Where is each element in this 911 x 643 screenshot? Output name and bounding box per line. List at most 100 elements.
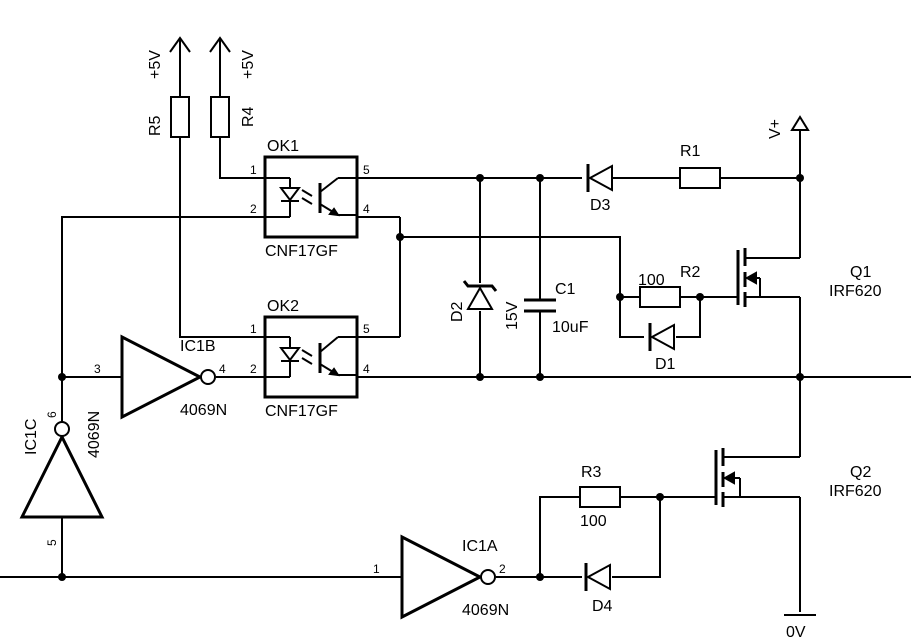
optocoupler-ok2: 1 2 5 4 OK2 CNF17GF xyxy=(250,298,370,420)
junction-dot xyxy=(796,373,804,381)
component-ref: Q2 xyxy=(850,464,871,481)
component-part: 4069N xyxy=(86,411,103,458)
junction-dot xyxy=(58,373,66,381)
light-arrow-icon xyxy=(301,189,313,197)
junction-dot xyxy=(58,573,66,581)
light-arrow-icon xyxy=(301,349,313,357)
component-ref: D3 xyxy=(590,197,611,214)
pin-label: 4 xyxy=(363,202,370,216)
junction-dot xyxy=(476,373,484,381)
optocoupler-body-icon xyxy=(263,155,359,239)
optocoupler-ok1: 1 2 5 4 OK1 CNF17GF xyxy=(250,138,370,260)
resistor-body-icon xyxy=(210,96,230,138)
supply-arrow-icon xyxy=(209,36,231,53)
component-ref: D4 xyxy=(592,598,613,615)
pin-label: 5 xyxy=(363,163,370,177)
diode-d3: D3 xyxy=(586,164,613,214)
junction-dot xyxy=(616,293,624,301)
component-part: IRF620 xyxy=(829,483,882,500)
pin-label: 1 xyxy=(250,163,257,177)
zener-d2: D2 15V xyxy=(449,280,521,330)
junction-dot xyxy=(536,174,544,182)
supply-r5: +5V xyxy=(147,36,191,79)
component-ref: D1 xyxy=(655,356,676,373)
zener-diode-icon xyxy=(466,285,494,310)
inverter-ic1a: 1 2 IC1A 4069N xyxy=(373,534,509,620)
component-part: 4069N xyxy=(462,602,509,619)
inverter-bubble-icon xyxy=(54,421,70,437)
pin-label: 3 xyxy=(94,362,101,376)
component-part: CNF17GF xyxy=(265,243,338,260)
inverter-triangle-icon xyxy=(19,433,105,519)
inverter-bubble-icon xyxy=(200,369,216,385)
component-ref: C1 xyxy=(555,281,576,298)
ground-symbol: 0V xyxy=(784,614,816,641)
pin-label: 2 xyxy=(250,202,257,216)
inverter-ic1c: 6 5 IC1C 4069N xyxy=(19,411,105,546)
junction-dot xyxy=(396,233,404,241)
component-ref: R4 xyxy=(240,106,257,127)
component-ref: R3 xyxy=(581,464,602,481)
inverter-bubble-icon xyxy=(480,569,496,585)
component-value: 100 xyxy=(638,272,665,289)
mosfet-q1: Q1 IRF620 xyxy=(736,248,882,307)
diode-icon xyxy=(585,563,611,591)
pin-label: 5 xyxy=(363,322,370,336)
resistor-body-icon xyxy=(679,167,721,189)
component-ref: R5 xyxy=(147,115,164,136)
diode-icon xyxy=(587,164,613,192)
resistor-r1: R1 xyxy=(679,143,721,189)
diode-d4: D4 xyxy=(584,563,613,615)
pin-label: 4 xyxy=(219,362,226,376)
junction-dots xyxy=(58,174,804,581)
inverter-triangle-icon xyxy=(120,334,204,420)
resistor-body-icon xyxy=(579,486,621,508)
component-ref: IC1C xyxy=(23,419,40,455)
capacitor-c1: C1 10uF xyxy=(524,281,589,336)
component-ref: R1 xyxy=(680,143,701,160)
supply-triangle-icon xyxy=(790,115,810,131)
component-part: CNF17GF xyxy=(265,403,338,420)
component-ref: OK1 xyxy=(267,138,299,155)
resistor-r4: R4 xyxy=(210,96,257,138)
component-value: 10uF xyxy=(552,319,589,336)
pin-label: 6 xyxy=(45,411,59,418)
resistor-body-icon xyxy=(639,286,681,308)
pin-label: 5 xyxy=(45,539,59,546)
component-ref: IC1B xyxy=(180,338,216,355)
diode-d1: D1 xyxy=(648,323,676,373)
supply-label: +5V xyxy=(147,50,164,79)
optocoupler-body-icon xyxy=(263,315,359,399)
component-ref: Q1 xyxy=(850,264,871,281)
light-arrow-icon xyxy=(301,197,313,205)
wires xyxy=(0,40,911,612)
component-ref: IC1A xyxy=(462,538,498,555)
component-ref: OK2 xyxy=(267,298,299,315)
junction-dot xyxy=(796,174,804,182)
junction-dot xyxy=(536,373,544,381)
pin-label: 1 xyxy=(250,322,257,336)
supply-arrow-icon xyxy=(169,36,191,53)
diode-icon xyxy=(649,323,675,351)
ground-label: 0V xyxy=(786,624,806,641)
junction-dot xyxy=(476,174,484,182)
component-value: 100 xyxy=(580,513,607,530)
led-icon xyxy=(279,347,301,362)
pin-label: 4 xyxy=(363,362,370,376)
component-value: 15V xyxy=(504,301,521,330)
pin-label: 1 xyxy=(373,562,380,576)
mosfet-q2: Q2 IRF620 xyxy=(714,448,882,507)
junction-dot xyxy=(696,293,704,301)
inverter-triangle-icon xyxy=(400,534,484,620)
component-part: 4069N xyxy=(180,402,227,419)
pin-label: 2 xyxy=(499,562,506,576)
resistor-r2: R2 100 xyxy=(638,264,701,308)
resistor-body-icon xyxy=(170,96,190,138)
resistor-r5: R5 xyxy=(147,96,190,138)
pin-label: 2 xyxy=(250,362,257,376)
junction-dot xyxy=(536,573,544,581)
supply-vplus: V+ xyxy=(767,115,810,139)
resistor-r3: R3 100 xyxy=(579,464,621,530)
light-arrow-icon xyxy=(301,357,313,365)
